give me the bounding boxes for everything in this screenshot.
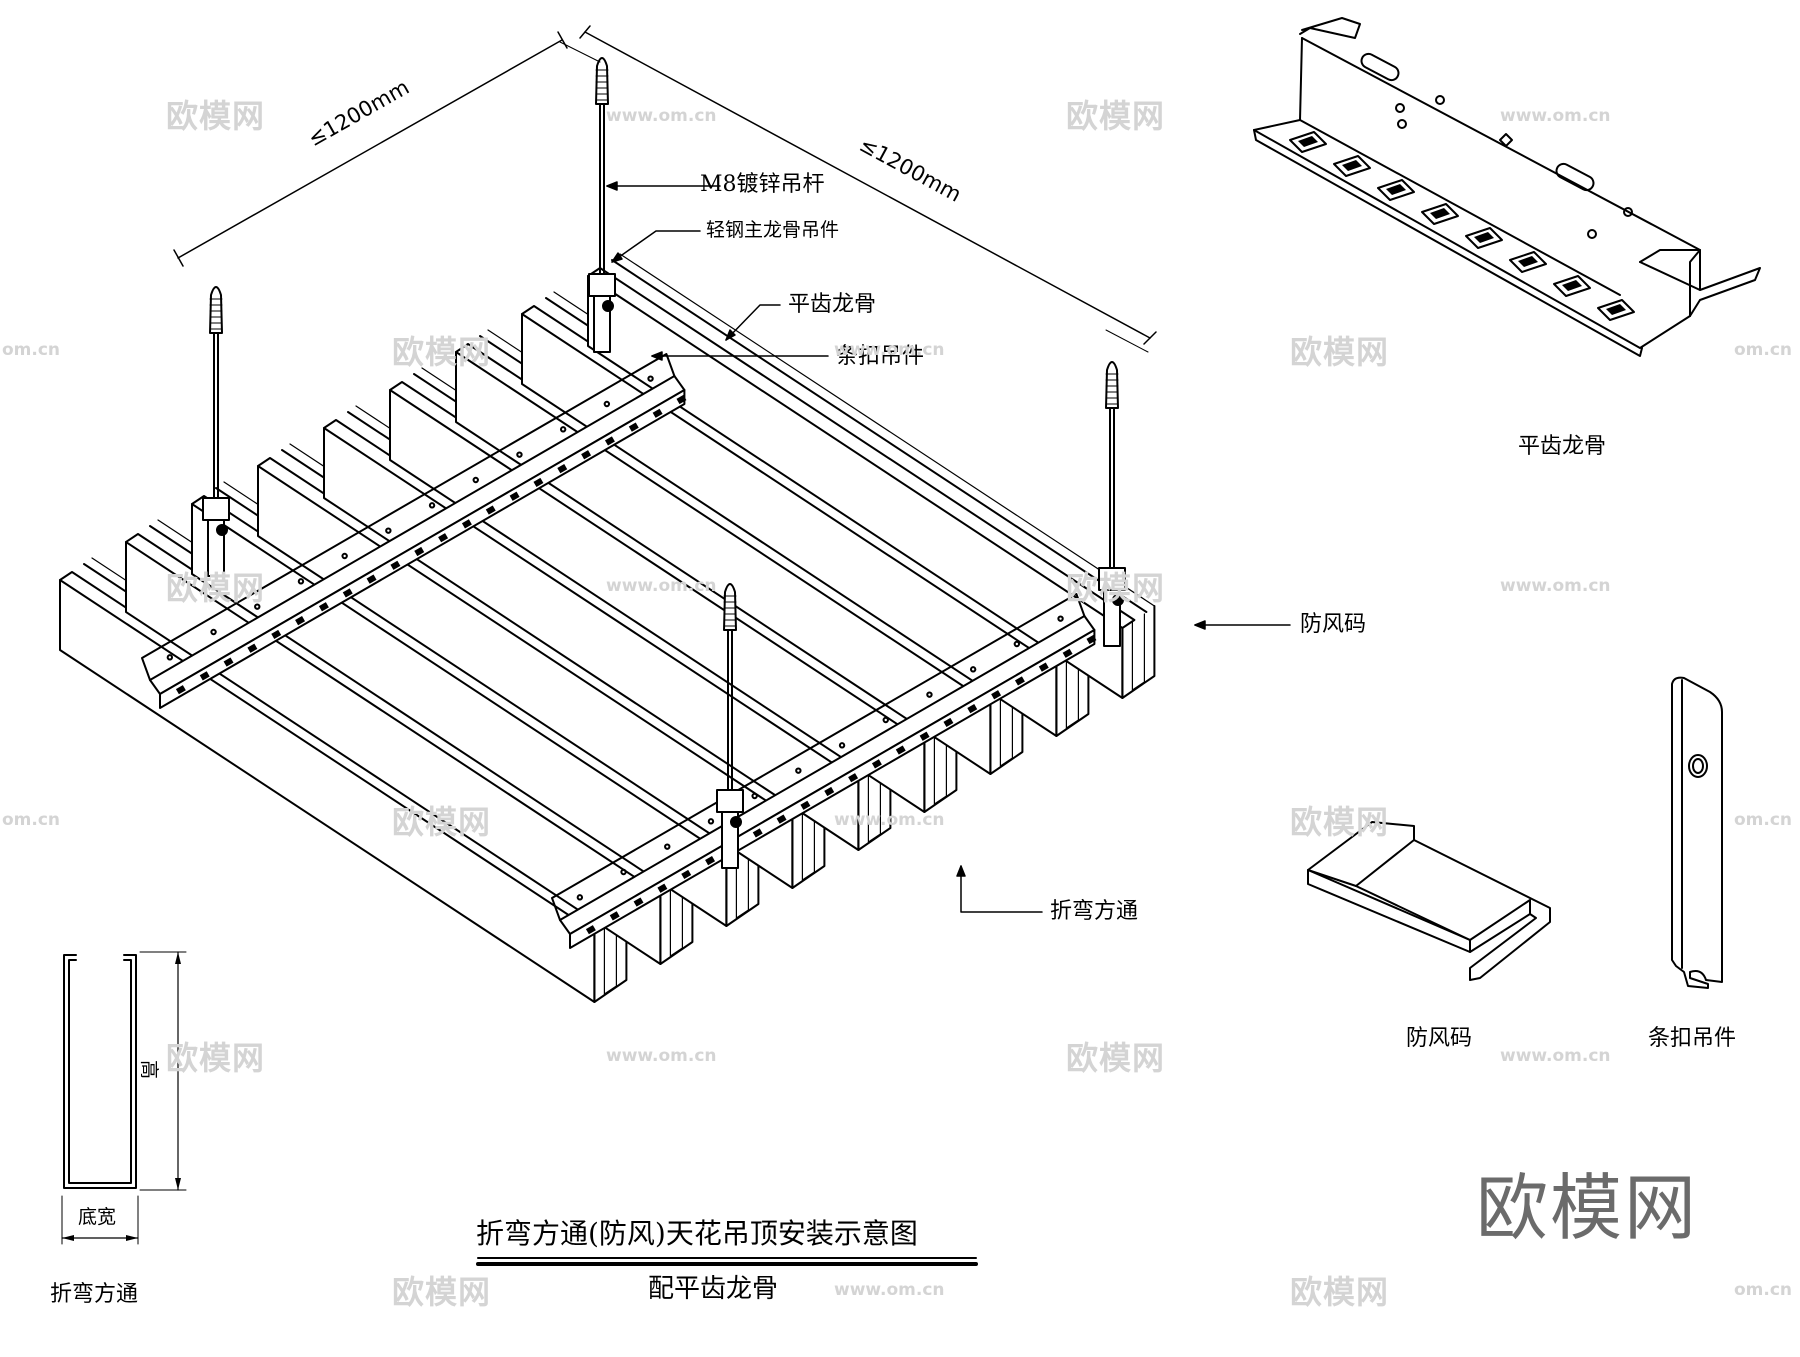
keel-tooth — [1509, 251, 1547, 273]
leader-lines — [606, 181, 1291, 913]
hanger-rod — [1098, 361, 1126, 647]
watermark-url: om.cn — [1734, 810, 1793, 830]
profile-height-label: 高 — [138, 1060, 160, 1080]
watermark-brand: 欧模网 — [392, 1273, 492, 1311]
keel-tooth — [1421, 203, 1459, 225]
watermark-url: om.cn — [1734, 1280, 1793, 1300]
profile-name-label: 折弯方通 — [50, 1282, 139, 1307]
watermark-brand: 欧模网 — [1066, 1039, 1166, 1077]
diagram-subtitle: 配平齿龙骨 — [648, 1274, 779, 1304]
watermark-brand-large: 欧模网 — [1476, 1166, 1699, 1250]
watermark-url: www.om.cn — [606, 1046, 717, 1066]
detail-wind-clip-label: 防风码 — [1406, 1026, 1473, 1051]
watermark-brand: 欧模网 — [1290, 333, 1390, 371]
watermark-brand: 欧模网 — [166, 1039, 266, 1077]
wind-clip-label: 防风码 — [1300, 612, 1367, 637]
title-underline — [476, 1257, 978, 1266]
detail-flat-keel-label: 平齿龙骨 — [1518, 434, 1607, 459]
dimension-lines — [173, 25, 1157, 353]
hanger-rod — [588, 57, 616, 353]
watermark-brand: 欧模网 — [1066, 569, 1166, 607]
flat-keel-label: 平齿龙骨 — [788, 292, 877, 317]
watermark-brand: 欧模网 — [1066, 97, 1166, 135]
flat-tooth-keel — [141, 353, 687, 709]
flat-keel-detail-drawing — [1253, 17, 1761, 357]
profile-width-label: 底宽 — [78, 1206, 117, 1228]
watermark-brand: 欧模网 — [392, 803, 492, 841]
diagram-title: 折弯方通(防风)天花吊顶安装示意图 — [476, 1217, 918, 1250]
watermark-brand: 欧模网 — [166, 97, 266, 135]
rod-label: M8镀锌吊杆 — [700, 172, 825, 197]
keel-tooth — [1289, 131, 1327, 153]
clip-hanger-detail-drawing — [1671, 676, 1723, 989]
keel-tooth — [1465, 227, 1503, 249]
folded-tube-label: 折弯方通 — [1050, 899, 1139, 924]
hanger-rod — [202, 286, 230, 577]
watermark-url: om.cn — [2, 340, 61, 360]
clip-hanger-label: 条扣吊件 — [836, 344, 925, 369]
watermark-url: www.om.cn — [1500, 576, 1611, 596]
main-hanger-label: 轻钢主龙骨吊件 — [706, 219, 840, 241]
flat-tooth-keel — [551, 593, 1097, 949]
hanger-rod — [716, 583, 744, 869]
keel-tooth — [1597, 299, 1635, 321]
folded-tube-slats — [59, 253, 1156, 1003]
keel-tooth — [1553, 275, 1591, 297]
wind-clip-detail-drawing — [1307, 821, 1551, 981]
watermark-url: om.cn — [2, 810, 61, 830]
watermark-brand: 欧模网 — [1290, 803, 1390, 841]
folded-tube — [587, 253, 1156, 699]
watermark-url: www.om.cn — [606, 576, 717, 596]
watermark-url: www.om.cn — [606, 106, 717, 126]
watermark-url: www.om.cn — [1500, 1046, 1611, 1066]
flat-tooth-keels — [141, 353, 1097, 949]
watermark-url: www.om.cn — [834, 1280, 945, 1300]
watermark-brand: 欧模网 — [1290, 1273, 1390, 1311]
watermark-url: www.om.cn — [834, 810, 945, 830]
detail-clip-hanger-label: 条扣吊件 — [1648, 1026, 1737, 1051]
keel-tooth — [1333, 155, 1371, 177]
folded-tube-profile-drawing — [61, 951, 187, 1245]
watermark-url: www.om.cn — [1500, 106, 1611, 126]
keel-tooth — [1377, 179, 1415, 201]
watermark-brand: 欧模网 — [166, 569, 266, 607]
watermark-url: om.cn — [1734, 340, 1793, 360]
watermark-brand: 欧模网 — [392, 333, 492, 371]
watermark-url: www.om.cn — [834, 340, 945, 360]
hanger-rods — [202, 57, 1126, 869]
